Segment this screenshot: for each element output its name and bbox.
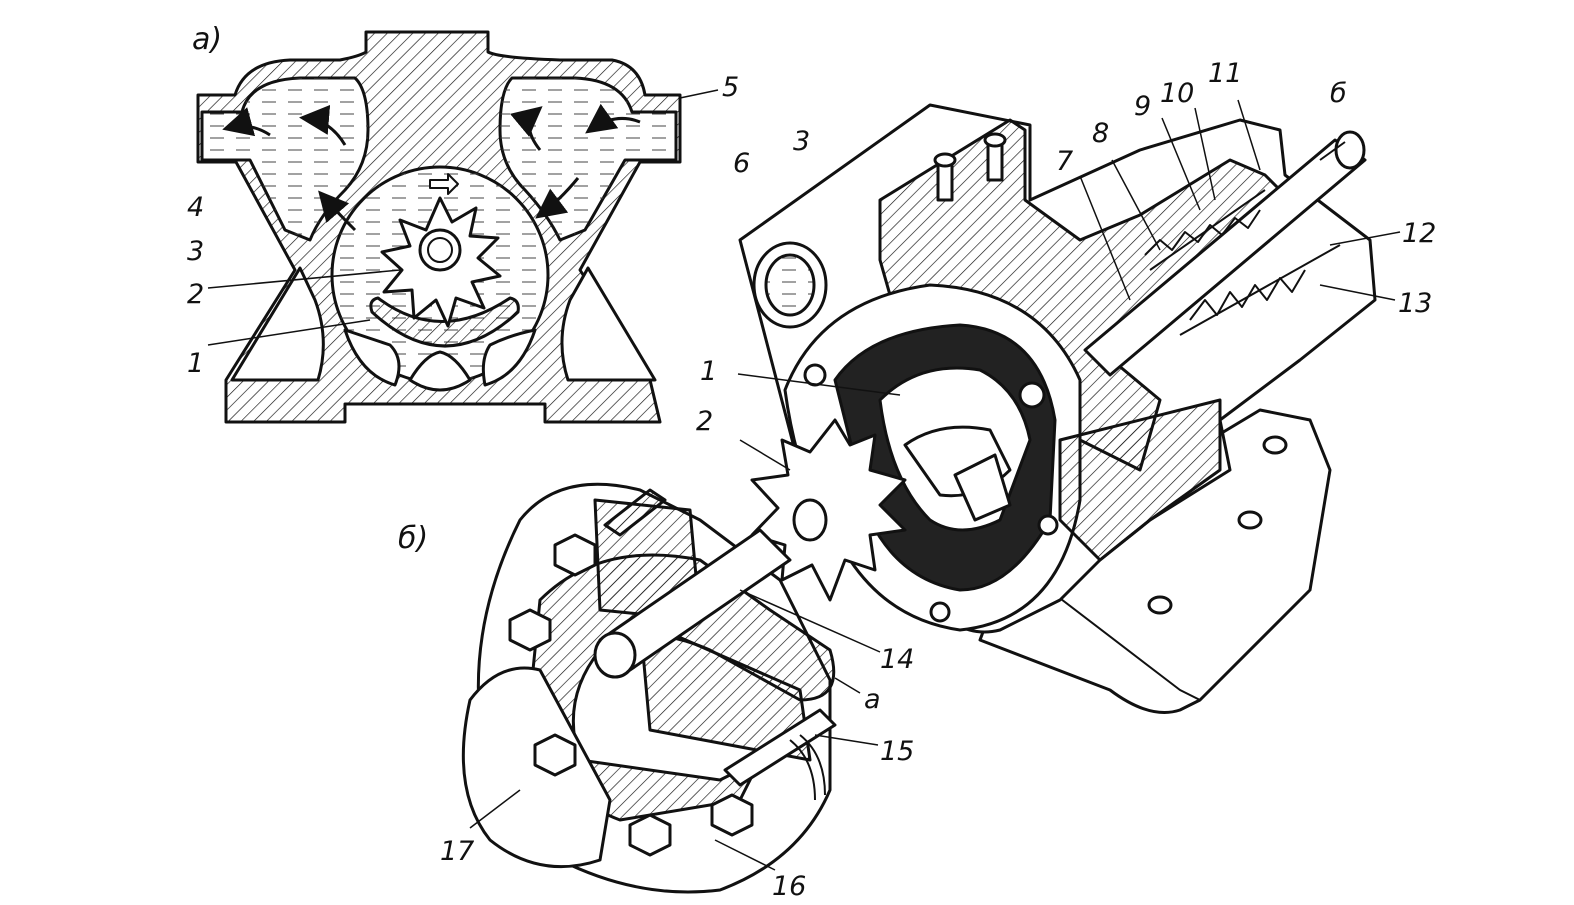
seal-spring [1179,244,1341,336]
inner-gear-exploded [750,418,907,602]
label-a-3: 3 [187,236,204,267]
bolts [508,533,754,857]
label-b-10: 10 [1160,78,1194,109]
label-b-8: 8 [1092,118,1109,149]
label-a-4: 4 [187,192,204,223]
label-b-9: 9 [1134,91,1151,122]
label-b-3: 3 [793,126,810,157]
label-a-2: 2 [187,279,204,310]
label-b-14: 14 [880,644,914,675]
label-b-delta: б [1330,78,1347,109]
mounting-base [978,408,1332,714]
cover-assembly [461,482,837,894]
dowel-pin [723,708,837,787]
panel-a-caption: а) [192,22,222,57]
label-b-6: 6 [733,148,750,179]
label-b-a: а [864,684,881,715]
label-b-1: 1 [700,356,717,387]
label-b-2: 2 [696,406,713,437]
lower-right-void [560,266,657,382]
label-b-15: 15 [880,736,914,767]
panel-b-caption: б) [398,521,428,556]
label-a-1: 1 [187,348,204,379]
panel-a-section [196,30,682,424]
panel-b-leaders [469,99,1401,871]
label-b-17: 17 [440,836,474,867]
label-b-13: 13 [1398,288,1432,319]
drive-shaft [1083,138,1367,377]
label-b-12: 12 [1402,218,1436,249]
panel-b-housing [738,103,1377,714]
label-b-16: 16 [772,871,806,900]
labels: а) 5 4 3 2 1 б) 6 3 7 8 9 10 11 б 12 13 … [187,22,1436,902]
label-a-5: 5 [722,72,739,103]
lower-left-void [230,266,325,382]
label-b-7: 7 [1056,146,1073,177]
label-b-11: 11 [1208,58,1242,89]
panel-a-leaders [207,89,719,346]
relief-spring [1144,189,1266,271]
